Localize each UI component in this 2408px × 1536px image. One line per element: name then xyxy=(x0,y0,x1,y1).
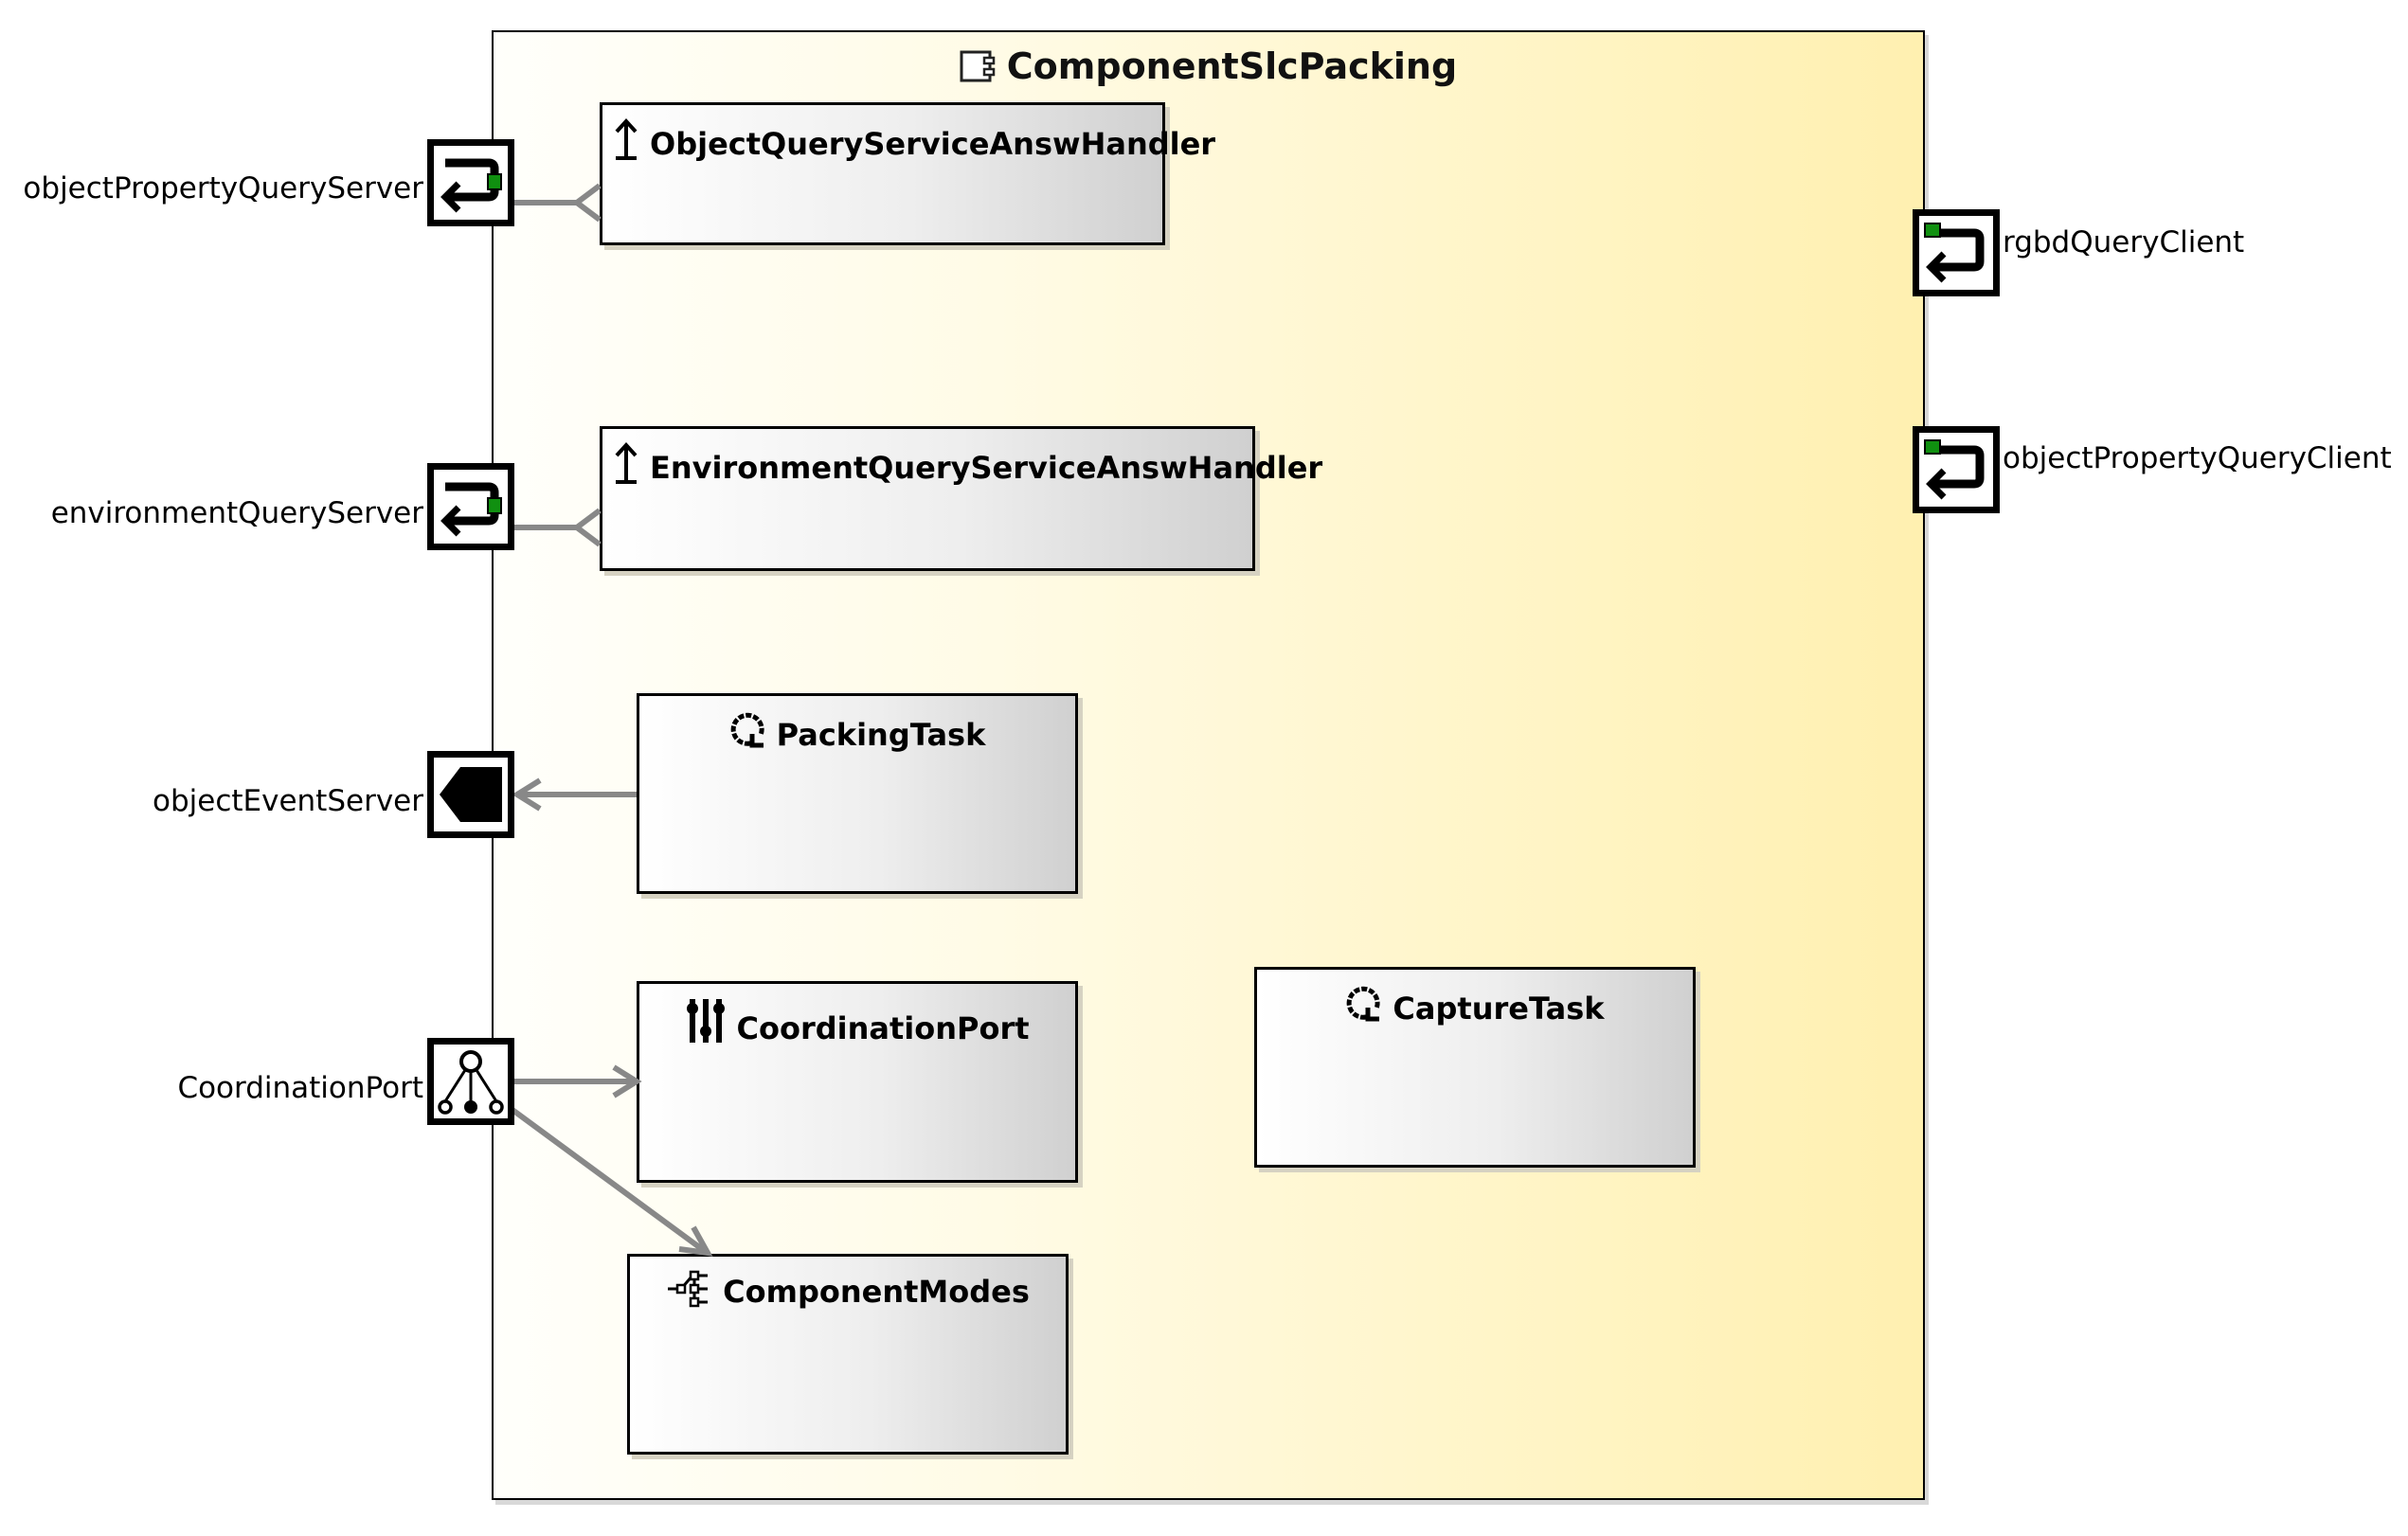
port-label: CoordinationPort xyxy=(177,1071,423,1105)
environment-query-answer-handler-box[interactable]: EnvironmentQueryServiceAnswHandler xyxy=(600,426,1322,571)
coordination-port-box[interactable]: CoordinationPort xyxy=(637,981,1078,1183)
query-server-port-icon xyxy=(440,158,502,213)
capture-task-box[interactable]: CaptureTask xyxy=(1254,967,1696,1168)
object-property-query-client-port[interactable] xyxy=(1913,426,2000,513)
object-event-server-port[interactable] xyxy=(427,751,514,838)
packing-task-box[interactable]: PackingTask xyxy=(637,693,1078,894)
up-arrow-handler-icon xyxy=(612,442,640,491)
object-property-query-server-port[interactable] xyxy=(427,139,514,226)
component-modes-box[interactable]: ComponentModes xyxy=(627,1254,1069,1455)
box-label: EnvironmentQueryServiceAnswHandler xyxy=(650,450,1323,486)
box-label: CaptureTask xyxy=(1393,991,1605,1027)
box-label: CoordinationPort xyxy=(736,1010,1030,1046)
component-title: ComponentSlcPacking xyxy=(1006,45,1458,87)
mode-tree-icon xyxy=(666,1270,713,1315)
query-server-port-icon xyxy=(440,482,502,537)
query-client-port-icon xyxy=(1924,439,1985,500)
event-server-port-icon xyxy=(440,767,502,822)
port-label: objectPropertyQueryServer xyxy=(23,171,423,205)
component-title-bar: ComponentSlcPacking xyxy=(494,45,1923,91)
rgbd-query-client-port[interactable] xyxy=(1913,209,2000,296)
component-icon xyxy=(960,49,997,91)
sliders-icon xyxy=(685,997,727,1052)
box-label: PackingTask xyxy=(776,717,986,753)
query-client-port-icon xyxy=(1924,223,1985,283)
box-label: ObjectQueryServiceAnswHandler xyxy=(650,126,1216,162)
object-query-answer-handler-box[interactable]: ObjectQueryServiceAnswHandler xyxy=(600,102,1215,245)
task-loop-icon xyxy=(1345,983,1383,1032)
port-label: objectEventServer xyxy=(153,784,423,818)
environment-query-server-port[interactable] xyxy=(427,463,514,550)
port-label: environmentQueryServer xyxy=(50,496,423,530)
task-loop-icon xyxy=(729,709,767,759)
box-label: ComponentModes xyxy=(723,1274,1030,1310)
up-arrow-handler-icon xyxy=(612,118,640,168)
port-label: rgbdQueryClient xyxy=(2003,225,2245,259)
coordination-port-icon xyxy=(438,1050,504,1115)
coordination-port[interactable] xyxy=(427,1038,514,1125)
port-label: objectPropertyQueryClient xyxy=(2003,441,2392,475)
